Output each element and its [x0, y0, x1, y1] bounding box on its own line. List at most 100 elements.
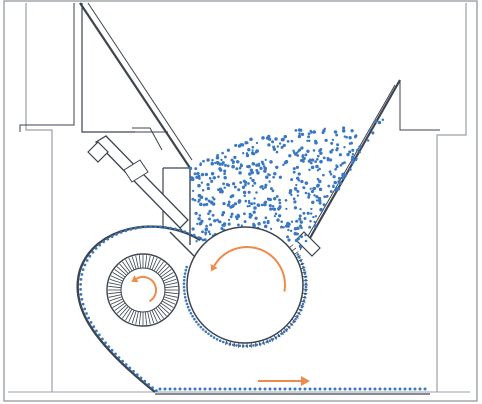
roll-particle [185, 299, 188, 302]
particle [343, 161, 346, 164]
conveyor-particle [274, 388, 277, 391]
particle [256, 142, 258, 144]
particle [324, 128, 326, 130]
particle [298, 217, 301, 220]
particle [278, 205, 281, 208]
particle [236, 160, 239, 163]
roll-tooth [234, 342, 235, 347]
particle [194, 212, 197, 215]
particle [273, 172, 276, 175]
particle [279, 142, 281, 144]
particle [348, 150, 351, 153]
particle [207, 187, 210, 190]
particle [319, 188, 322, 191]
particle [253, 206, 257, 210]
conveyor-particle [314, 388, 317, 391]
particle [217, 188, 220, 191]
particle [294, 227, 297, 230]
particle [265, 159, 267, 161]
belt-particle [193, 234, 196, 237]
particle [249, 177, 251, 179]
particle [242, 152, 244, 154]
particle [273, 197, 276, 200]
belt-particle [92, 325, 95, 328]
particle [255, 164, 258, 167]
conveyor-particle [259, 388, 262, 391]
roll-particle [202, 328, 205, 331]
particle [216, 219, 219, 222]
particle [202, 189, 205, 192]
particle [298, 172, 301, 175]
particle [298, 132, 301, 135]
particle [308, 169, 310, 171]
particle [293, 171, 296, 174]
particle [313, 130, 317, 134]
particle [327, 185, 330, 188]
particle [253, 197, 255, 199]
particle [280, 220, 283, 223]
belt-particle [128, 367, 131, 370]
belt-particle [164, 226, 167, 229]
belt-particle [147, 383, 150, 386]
particle [276, 151, 279, 154]
conveyor-particle [194, 388, 197, 391]
particle [205, 173, 208, 176]
roll-particle [187, 306, 190, 309]
particle [311, 190, 314, 193]
particle [296, 232, 299, 235]
particle [232, 182, 235, 185]
conveyor-particle [404, 388, 407, 391]
particle [316, 184, 319, 187]
particle [247, 205, 249, 207]
conveyor-particle [234, 388, 237, 391]
particle [267, 197, 270, 200]
particle [251, 179, 254, 182]
roll-particle [294, 318, 297, 321]
particle [341, 174, 344, 177]
particle [243, 195, 246, 198]
roll-particle [184, 296, 187, 299]
particle [231, 205, 234, 208]
particle [212, 202, 216, 206]
particle [305, 192, 308, 195]
particle [284, 135, 288, 139]
particle [234, 202, 237, 205]
particle [298, 135, 301, 138]
belt-particle [139, 226, 142, 229]
conveyor-particle [174, 388, 177, 391]
particle [294, 206, 297, 209]
particle [316, 158, 319, 161]
particle [194, 172, 197, 175]
roll-particle [183, 286, 186, 289]
particle [342, 126, 345, 129]
particle [223, 169, 226, 172]
particle [296, 177, 299, 180]
conveyor-direction-arrow [258, 376, 310, 386]
particle [278, 214, 281, 217]
particle [330, 173, 333, 176]
particle [334, 182, 336, 184]
roll-particle [222, 341, 225, 344]
particle [344, 135, 346, 137]
particle [222, 202, 225, 205]
particle [251, 146, 254, 149]
particle [216, 156, 220, 160]
particle [351, 161, 354, 164]
upper-housing [20, 3, 440, 132]
belt-particle [90, 321, 93, 324]
conveyor-particle [354, 388, 357, 391]
particle [253, 182, 256, 185]
particle [371, 131, 374, 134]
roll-particle [183, 293, 186, 296]
particle [305, 240, 308, 243]
particle [308, 132, 311, 135]
particle [349, 142, 352, 145]
particle [201, 182, 203, 184]
particle [378, 121, 382, 125]
particle [286, 222, 290, 226]
conveyor-particle [399, 388, 402, 391]
particle [230, 159, 233, 162]
conveyor-particle [419, 388, 422, 391]
roll-particle [195, 321, 198, 324]
